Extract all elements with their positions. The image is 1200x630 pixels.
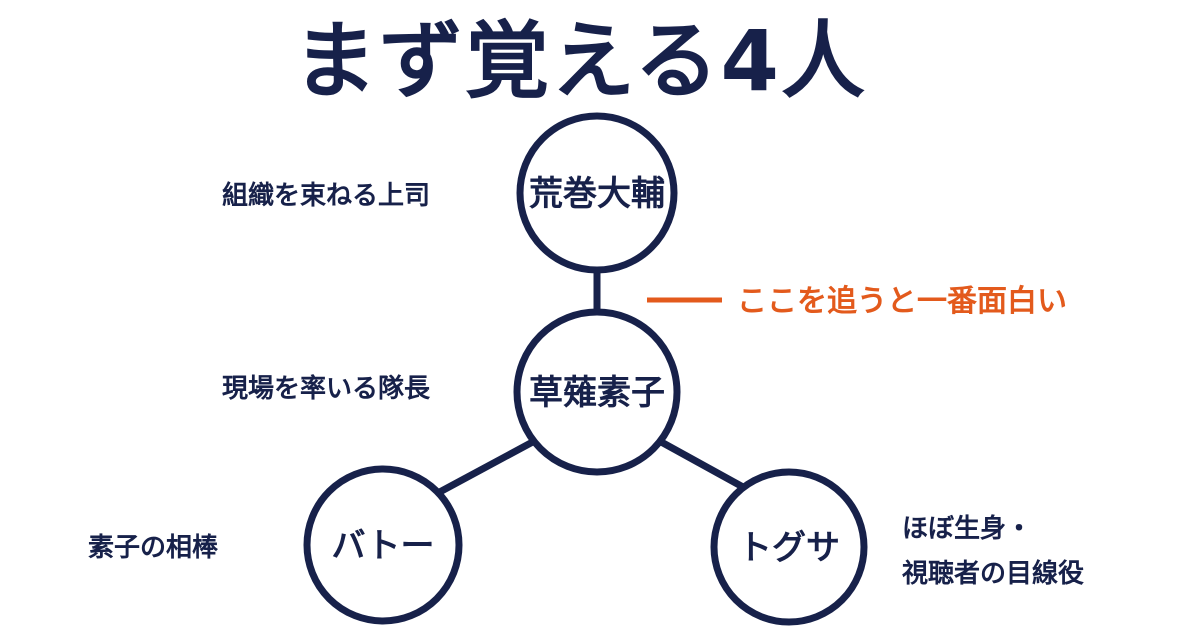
node-aramaki-name: 荒巻大輔 bbox=[529, 174, 665, 214]
node-togusa-name: トグサ bbox=[738, 528, 840, 568]
node-kusanagi-name: 草薙素子 bbox=[529, 373, 665, 413]
page-title: まず覚える4人 bbox=[293, 12, 867, 110]
node-aramaki-description: 組織を束ねる上司 bbox=[222, 180, 430, 211]
node-togusa-description-line2: 視聴者の目線役 bbox=[902, 558, 1084, 589]
node-batou: バトー bbox=[303, 465, 463, 625]
node-aramaki: 荒巻大輔 bbox=[516, 112, 678, 274]
node-togusa: トグサ bbox=[710, 468, 868, 626]
node-batou-description: 素子の相棒 bbox=[88, 533, 219, 563]
node-kusanagi-description: 現場を率いる隊長 bbox=[222, 373, 431, 404]
node-togusa-circle bbox=[710, 468, 868, 626]
node-batou-circle bbox=[303, 465, 463, 625]
highlight-label: ここを追うと一番面白い bbox=[737, 284, 1067, 319]
node-togusa-description-line1: ほぼ生身・ bbox=[902, 513, 1032, 544]
connector-kusanagi-batou bbox=[434, 434, 542, 498]
node-kusanagi: 草薙素子 bbox=[513, 308, 681, 476]
node-batou-name: バトー bbox=[331, 526, 434, 566]
connector-kusanagi-togusa bbox=[652, 434, 754, 496]
node-aramaki-circle bbox=[516, 112, 678, 274]
node-kusanagi-circle bbox=[513, 308, 681, 476]
